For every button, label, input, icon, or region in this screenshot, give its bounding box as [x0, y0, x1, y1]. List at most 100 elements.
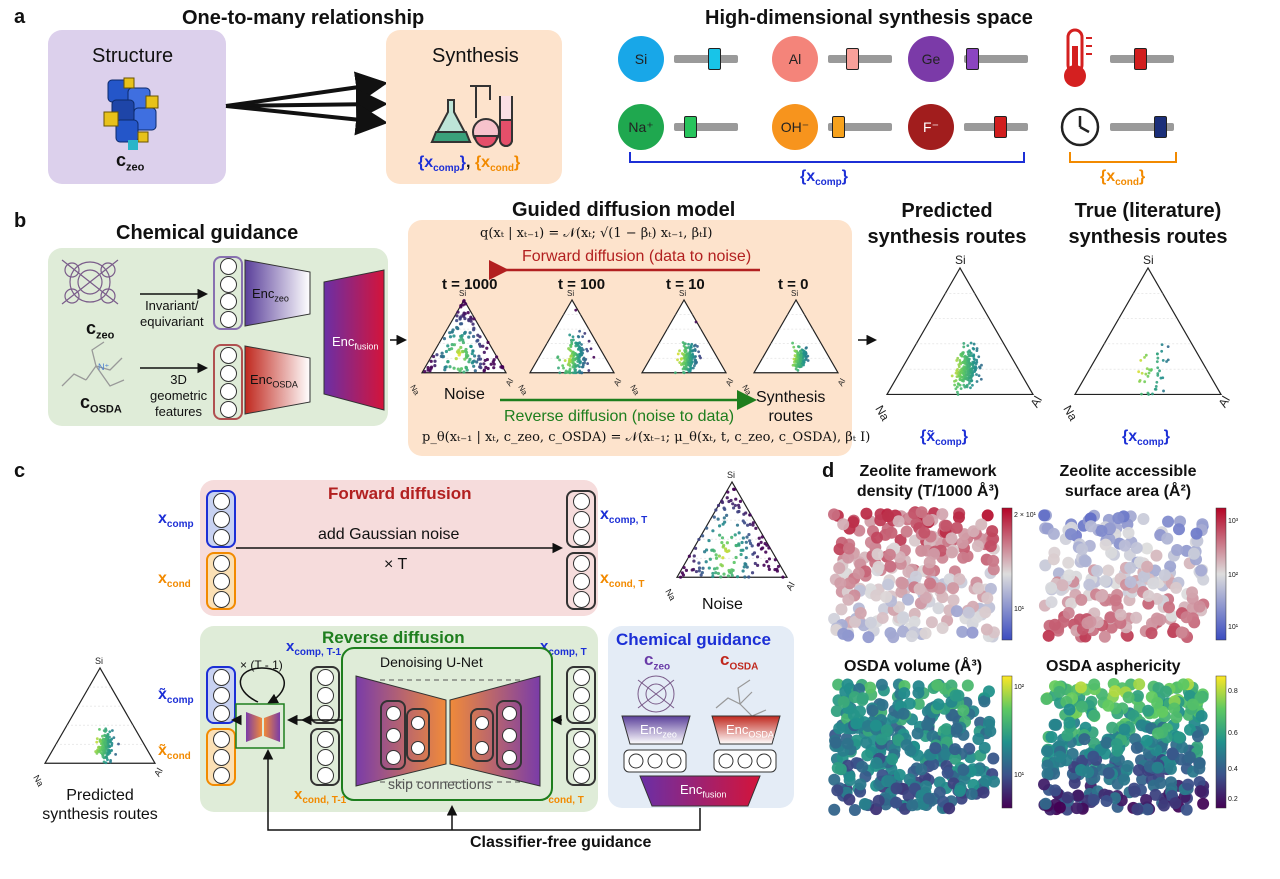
ternary-noise-c-point	[741, 569, 745, 573]
ge-slider[interactable]	[964, 48, 1028, 70]
ternary-t0-point	[805, 355, 808, 359]
ternary-true-point	[1155, 380, 1159, 384]
ternary-t100-point	[574, 364, 578, 368]
scatter-osda-asphericity-point	[1180, 803, 1193, 816]
ternary-t1000-point	[443, 365, 447, 369]
ternary-t10-point	[678, 349, 681, 353]
ternary-t0-point	[801, 349, 805, 352]
ternary-predicted-point	[955, 369, 959, 373]
ternary-noise-c-point	[743, 562, 747, 566]
scatter-framework-density	[828, 506, 1000, 644]
ternary-t100-point	[581, 335, 585, 339]
ternary-t1000-point	[455, 326, 460, 330]
ternary-t1000-point	[481, 344, 485, 348]
ternary-true-point	[1139, 358, 1143, 362]
scatter-surface-area-point	[1150, 612, 1163, 625]
ternary-predicted-si-label: Si	[955, 253, 966, 267]
ternary-noise-c-point	[750, 571, 755, 575]
ternary-noise-c-point	[708, 557, 712, 561]
temperature-slider[interactable]	[1110, 48, 1174, 70]
ternary-t10-point	[689, 354, 693, 358]
scatter-osda-volume-point	[941, 766, 954, 779]
si-slider[interactable]	[674, 48, 738, 70]
scatter-osda-asphericity-point	[1151, 727, 1164, 740]
scatter-osda-asphericity-point	[1186, 698, 1199, 711]
scatter-surface-area-point	[1186, 586, 1199, 599]
ternary-predicted-point	[971, 373, 975, 377]
scatter-surface-area-point	[1137, 512, 1150, 525]
scatter-framework-density-point	[905, 630, 918, 643]
ternary-noise-c-point	[714, 571, 718, 575]
ternary-noise-c-point	[694, 569, 699, 574]
ternary-t100-point	[568, 333, 572, 337]
ternary-t1000-point	[467, 319, 471, 323]
scatter-framework-density-point	[986, 525, 999, 538]
ternary-noise-c-point	[767, 567, 771, 571]
scatter-framework-density-point	[834, 577, 847, 590]
panel-letter-b: b	[14, 210, 27, 232]
ternary-t100-point	[568, 348, 572, 352]
temperature-slider-knob[interactable]	[1134, 48, 1147, 70]
f-slider-knob[interactable]	[994, 116, 1007, 138]
ternary-noise-c-point	[716, 503, 721, 508]
ternary-t100-point	[583, 359, 587, 362]
ternary-t10-point	[683, 350, 687, 354]
scatter-osda-volume-point	[837, 695, 850, 708]
ternary-predicted-point	[953, 383, 957, 387]
ternary-noise-c-point	[692, 554, 696, 558]
ternary-t1000-point	[450, 347, 454, 351]
scatter-framework-density-point	[945, 532, 958, 545]
scatter-surface-area-point	[1190, 527, 1203, 540]
ternary-t0-al-label: Al	[836, 377, 847, 388]
scatter-osda-volume-point	[875, 733, 888, 746]
ternary-t10-point	[686, 357, 689, 361]
time-slider[interactable]	[1110, 116, 1174, 138]
x-comp-bracket-label: {xcomp}	[800, 168, 849, 189]
si-slider-knob[interactable]	[708, 48, 721, 70]
ternary-t1000-point	[423, 369, 427, 374]
ternary-t0-point	[799, 355, 803, 359]
oh-slider-knob[interactable]	[832, 116, 845, 138]
zeo-embedding-vector	[213, 256, 243, 330]
scatter-framework-density-point	[913, 583, 926, 596]
scatter-osda-asphericity-point	[1087, 793, 1100, 806]
ternary-noise-c-point	[756, 542, 761, 546]
ternary-t10-point	[693, 343, 697, 347]
cb1-mid-tick: 10¹	[1014, 606, 1025, 613]
ternary-noise-c-point	[716, 571, 720, 576]
al-slider-knob[interactable]	[846, 48, 859, 70]
scatter-osda-asphericity-point	[1191, 730, 1204, 743]
na-slider[interactable]	[674, 116, 738, 138]
ternary-t1000-point	[463, 357, 467, 361]
scatter-framework-density-point	[936, 621, 949, 634]
oh-slider[interactable]	[828, 116, 892, 138]
scatter-framework-density-point	[882, 578, 895, 591]
ternary-true-point	[1165, 360, 1168, 363]
ternary-t1000-point	[484, 365, 488, 369]
na-slider-knob[interactable]	[684, 116, 697, 138]
scatter-framework-density-point	[896, 577, 909, 590]
ternary-t1000-point	[459, 305, 463, 309]
ternary-t1000-point	[467, 360, 471, 364]
scatter-osda-asphericity-point	[1170, 711, 1183, 724]
ternary-noise-c-point	[697, 537, 701, 542]
scatter-osda-volume-point	[965, 787, 978, 800]
scatter-osda-volume-point	[858, 798, 871, 811]
ternary-t1000-point	[433, 359, 437, 363]
scatter-osda-asphericity-point	[1053, 685, 1066, 698]
ternary-predicted-point	[971, 366, 975, 370]
ternary-t100-point	[575, 341, 579, 345]
ternary-t0-point	[793, 354, 797, 357]
scatter-surface-area-point	[1076, 543, 1089, 556]
f-slider[interactable]	[964, 116, 1028, 138]
ternary-noise-c-point	[690, 568, 694, 572]
ternary-t10-point	[688, 352, 692, 356]
scatter-framework-density-point	[923, 556, 936, 569]
time-slider-knob[interactable]	[1154, 116, 1167, 138]
ge-slider-knob[interactable]	[966, 48, 979, 70]
scatter-surface-area-point	[1193, 600, 1206, 613]
ternary-noise-c-point	[738, 499, 743, 503]
al-slider[interactable]	[828, 48, 892, 70]
